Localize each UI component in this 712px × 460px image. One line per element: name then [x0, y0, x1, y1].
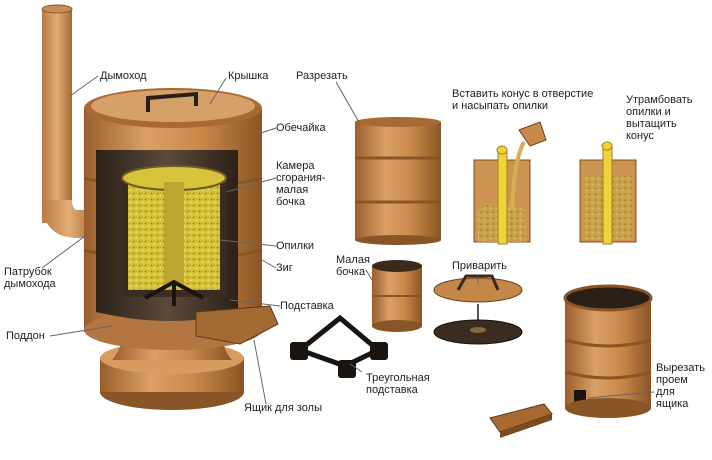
label-cut: Разрезать — [296, 70, 348, 82]
leader-shell — [257, 127, 277, 135]
triangle-foot — [338, 360, 356, 378]
weld-handle — [456, 274, 500, 291]
label-stand: Подставка — [280, 300, 334, 312]
leader-chimney — [69, 75, 99, 97]
chimney-pipe — [42, 8, 72, 223]
cone-rod-tip — [496, 145, 508, 155]
leader-lid — [209, 77, 227, 105]
label-insert-cone: Вставить конус в отверстие и насыпать оп… — [452, 88, 594, 112]
leader-pan — [49, 325, 113, 337]
cone-insert-step — [473, 121, 547, 245]
label-weld: Приварить — [452, 260, 508, 272]
triangle-foot — [370, 342, 388, 360]
leader-ash-box — [253, 339, 267, 405]
triangle-foot — [290, 342, 308, 360]
sawdust-stream — [510, 141, 526, 211]
cutout-barrel-opening — [563, 284, 653, 312]
leader-cut — [335, 81, 361, 125]
weld-parts — [433, 274, 523, 345]
cone-rod — [497, 151, 508, 245]
label-seam: Зиг — [276, 262, 293, 274]
lid-handle — [146, 91, 198, 112]
ash-box-side — [500, 414, 552, 438]
label-cutout: Вырезать проем для ящика — [656, 362, 705, 410]
cut-barrel — [355, 117, 441, 245]
leader-triangle — [349, 363, 363, 373]
label-shell: Обечайка — [276, 122, 326, 134]
label-small-barrel: Малая бочка — [336, 254, 370, 278]
cutout-barrel — [563, 284, 653, 418]
label-tamp: Утрамбовать опилки и вытащить конус — [626, 94, 693, 142]
cutout-barrel-rib — [564, 370, 652, 380]
ash-box-drawer — [195, 305, 279, 345]
cut-barrel-body — [355, 122, 441, 240]
label-pan: Поддон — [6, 330, 45, 342]
cut-barrel-top — [355, 117, 441, 127]
label-chimney-pipe: Патрубок дымохода — [4, 266, 56, 290]
cutout-barrel-bottom — [565, 398, 651, 418]
chimney-top — [41, 4, 73, 14]
inner-stand — [144, 279, 204, 306]
weld-center — [470, 327, 486, 333]
ash-box-part — [489, 403, 553, 438]
label-triangle-stand: Треугольная подставка — [366, 372, 430, 396]
pouring-bucket — [518, 121, 547, 147]
leader-chamber — [225, 177, 277, 193]
tamp-step — [579, 141, 637, 245]
label-sawdust: Опилки — [276, 240, 315, 252]
small-barrel-part — [372, 260, 422, 332]
leader-cutout — [587, 391, 655, 399]
leader-seam — [254, 255, 277, 269]
main-stove — [41, 4, 279, 410]
small-barrel-opening — [372, 260, 422, 272]
cutout-barrel-rib — [564, 338, 652, 348]
label-chimney: Дымоход — [100, 70, 147, 82]
leader-small-barrel — [365, 269, 373, 281]
leader-stand — [229, 299, 281, 307]
label-lid: Крышка — [228, 70, 269, 82]
chimney-elbow — [42, 200, 96, 238]
tamp-cone-rod — [602, 147, 613, 245]
cut-barrel-bottom — [355, 235, 441, 245]
label-ash-box: Ящик для золы — [244, 402, 322, 414]
cutout-barrel-body — [565, 298, 651, 408]
triangle-frame — [294, 314, 383, 369]
label-chamber: Камера сгорания- малая бочка — [276, 160, 326, 208]
leader-sawdust — [219, 239, 277, 247]
chamber-core — [164, 182, 184, 287]
leader-lines — [41, 75, 655, 405]
small-barrel-bottom — [372, 320, 422, 332]
leader-chimney-pipe — [41, 235, 86, 269]
tamp-cone-tip — [601, 141, 613, 151]
